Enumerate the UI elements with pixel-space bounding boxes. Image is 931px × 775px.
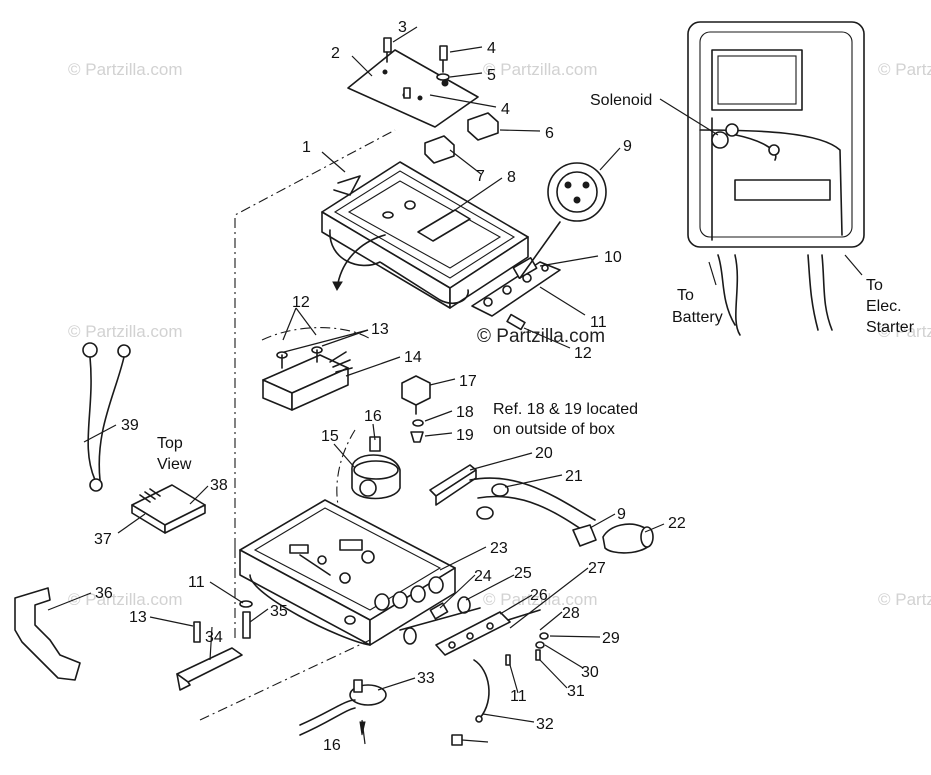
top-view-box (687, 21, 865, 336)
to-starter-label: Starter (866, 319, 915, 336)
solenoid-label: Solenoid (590, 92, 652, 109)
callout-11: 11 (590, 314, 607, 331)
callout-4b: 4 (501, 101, 510, 118)
callout-15: 15 (321, 428, 339, 445)
callout-19: 19 (456, 427, 474, 444)
callout-24: 24 (474, 568, 492, 585)
reference-note: on outside of box (493, 421, 615, 438)
solenoid-connector-top (519, 162, 607, 279)
relay (401, 375, 431, 443)
callout-21: 21 (565, 468, 583, 485)
callout-26: 26 (530, 587, 548, 604)
callout-25: 25 (514, 565, 532, 582)
control-module (261, 327, 373, 411)
alignment-lines (199, 129, 396, 721)
callout-3: 3 (398, 19, 407, 36)
callout-39: 39 (121, 417, 139, 434)
callout-2: 2 (331, 45, 340, 62)
watermark: © Partzilla.com (878, 60, 931, 79)
callout-12c: 13 (129, 609, 147, 626)
callout-32: 32 (536, 716, 554, 733)
callout-10: 10 (604, 249, 622, 266)
top-view-label: Top (157, 435, 183, 452)
watermark: © Partzilla.com (68, 590, 183, 609)
callout-7: 7 (476, 168, 485, 185)
watermark: © Partzilla.com (68, 60, 183, 79)
top-view-label: View (157, 456, 192, 473)
brand-mark: © Partzilla.com (477, 326, 605, 347)
callout-6: 6 (545, 125, 554, 142)
callout-22: 22 (668, 515, 686, 532)
callout-33: 33 (417, 670, 435, 687)
callout-11c: 16 (323, 737, 341, 754)
callout-13b: 11 (188, 574, 205, 591)
terminal-boot (572, 523, 654, 554)
reference-note: Ref. 18 & 19 located (493, 401, 638, 418)
callout-1: 1 (302, 139, 311, 156)
callout-31: 31 (567, 683, 585, 700)
callout-9: 9 (623, 138, 632, 155)
callout-numbers: 3 2 4 5 4 6 7 8 1 9 10 11 12 12 13 14 17… (94, 19, 686, 754)
callout-5: 5 (487, 67, 496, 84)
callout-28: 28 (562, 605, 580, 622)
callout-35: 35 (270, 603, 288, 620)
callout-12: 12 (574, 345, 592, 362)
callout-38: 38 (210, 477, 228, 494)
ground-cable (82, 342, 131, 492)
watermark: © Partzilla.com (483, 60, 598, 79)
callout-29: 29 (602, 630, 620, 647)
callout-16: 16 (364, 408, 382, 425)
mount-bracket (176, 600, 253, 691)
watermark: © Partzilla.com (878, 322, 931, 341)
lid-assembly (321, 37, 561, 331)
callout-9b: 9 (617, 506, 626, 523)
callout-14: 14 (404, 349, 422, 366)
bracket-36 (14, 587, 81, 681)
callout-23: 23 (490, 540, 508, 557)
callout-13: 13 (371, 321, 389, 338)
callout-37: 37 (94, 531, 112, 548)
callout-34: 34 (205, 629, 223, 646)
callout-36: 36 (95, 585, 113, 602)
to-starter-label: Elec. (866, 298, 902, 315)
battery-terminal (299, 679, 463, 746)
to-battery-label: To (677, 287, 694, 304)
watermarks: © Partzilla.com © Partzilla.com © Partzi… (68, 60, 931, 609)
callout-11b: 11 (510, 688, 527, 705)
battery-cable (429, 464, 596, 536)
main-box (239, 499, 456, 646)
callout-12b: 12 (292, 294, 310, 311)
callout-20: 20 (535, 445, 553, 462)
watermark: © Partzilla.com (878, 590, 931, 609)
callout-18: 18 (456, 404, 474, 421)
diagram-notes: Solenoid To Battery To Elec. Starter Ref… (157, 92, 915, 473)
rectifier (131, 484, 206, 534)
leader-lines (47, 26, 863, 745)
callout-27: 27 (588, 560, 606, 577)
to-battery-label: Battery (672, 309, 723, 326)
callout-30: 30 (581, 664, 599, 681)
callout-4: 4 (487, 40, 496, 57)
to-starter-label: To (866, 277, 883, 294)
callout-8: 8 (507, 169, 516, 186)
callout-17: 17 (459, 373, 477, 390)
fittings (399, 596, 549, 723)
watermark: © Partzilla.com (68, 322, 183, 341)
watermark: © Partzilla.com (483, 590, 598, 609)
